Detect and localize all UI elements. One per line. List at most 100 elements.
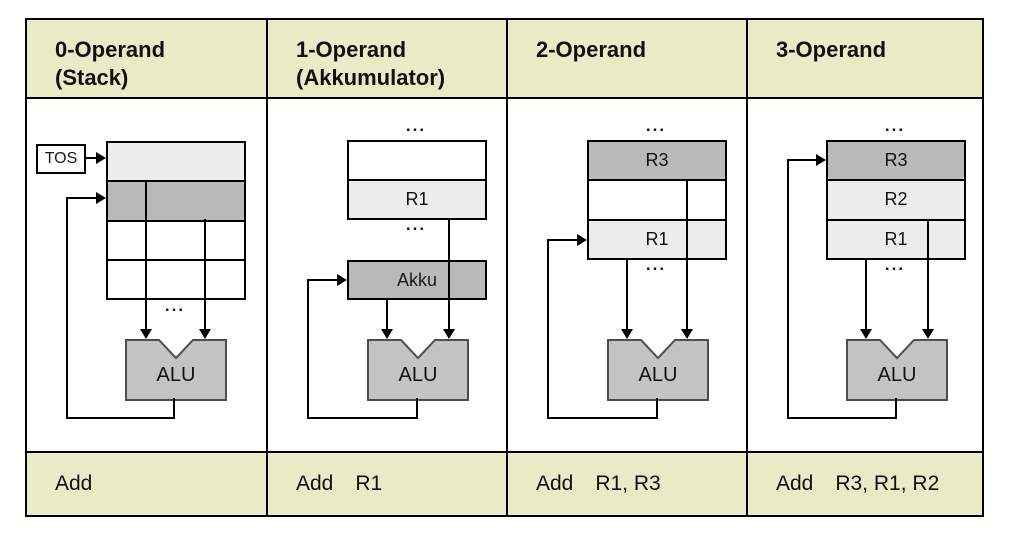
column-header: 1-Operand (Akkumulator) bbox=[296, 36, 500, 92]
instruction-mnemonic: Add bbox=[55, 472, 93, 495]
tos-box: TOS bbox=[36, 144, 86, 174]
arrow-right-icon bbox=[816, 154, 826, 166]
register-cell: R3 bbox=[828, 142, 964, 180]
operand-wire bbox=[927, 220, 929, 329]
operand-wire bbox=[448, 220, 450, 329]
instruction-mnemonic: Add bbox=[296, 472, 334, 495]
operand-wire bbox=[626, 260, 628, 329]
instruction-example: Add R1, R3 bbox=[536, 472, 661, 496]
instruction-operands: R3, R1, R2 bbox=[835, 472, 940, 495]
arrow-down-icon bbox=[621, 329, 633, 339]
ellipsis: ... bbox=[405, 215, 427, 234]
result-wire bbox=[789, 159, 817, 161]
instruction-example: Add R1 bbox=[296, 472, 382, 496]
tos-label: TOS bbox=[44, 150, 78, 167]
result-wire bbox=[173, 398, 175, 419]
result-wire bbox=[309, 279, 337, 281]
ellipsis: ... bbox=[405, 116, 427, 135]
arrow-down-icon bbox=[381, 329, 393, 339]
operand-wire bbox=[386, 300, 388, 329]
alu-label: ALU bbox=[398, 364, 438, 386]
column-header: 2-Operand bbox=[536, 36, 740, 64]
instruction-mnemonic: Add bbox=[776, 472, 814, 495]
result-wire bbox=[307, 279, 309, 419]
header-line1: 3-Operand bbox=[776, 37, 887, 62]
stack-cell bbox=[108, 143, 244, 181]
alu-label: ALU bbox=[877, 364, 917, 386]
result-wire bbox=[787, 417, 897, 419]
result-wire bbox=[547, 239, 549, 419]
stack-cell bbox=[108, 258, 244, 298]
operand-wire bbox=[145, 180, 147, 329]
header-band bbox=[27, 20, 982, 99]
arrow-down-icon bbox=[922, 329, 934, 339]
operand-wire bbox=[204, 219, 206, 329]
result-wire bbox=[307, 417, 418, 419]
arrow-right-icon bbox=[577, 234, 587, 246]
alu-shape bbox=[367, 339, 469, 401]
arrow-right-icon bbox=[96, 152, 106, 164]
operand-wire bbox=[865, 260, 867, 329]
arrow-down-icon bbox=[681, 329, 693, 339]
ellipsis: ... bbox=[884, 116, 906, 135]
instruction-mnemonic: Add bbox=[536, 472, 574, 495]
result-wire bbox=[66, 417, 175, 419]
instruction-operands: R1, R3 bbox=[595, 472, 661, 495]
column-0-operand: 0-Operand (Stack) TOS ... ALU bbox=[27, 20, 266, 515]
header-line1: 0-Operand bbox=[55, 37, 166, 62]
result-wire bbox=[656, 398, 658, 419]
column-3-operand: 3-Operand ... R3 R2 R1 ... ALU bbox=[746, 20, 984, 515]
register-file-box: R3 R2 R1 bbox=[826, 140, 966, 260]
instruction-operands: R1 bbox=[355, 472, 383, 495]
register-cell bbox=[589, 179, 725, 219]
register-cell: R1 bbox=[828, 218, 964, 258]
akku-box: Akku bbox=[347, 260, 487, 300]
column-1-operand: 1-Operand (Akkumulator) ... R1 ... Akku … bbox=[266, 20, 508, 515]
ellipsis: ... bbox=[884, 255, 906, 274]
arrow-right-icon bbox=[96, 192, 106, 204]
ellipsis: ... bbox=[645, 116, 667, 135]
comparison-table: 0-Operand (Stack) TOS ... ALU bbox=[25, 18, 984, 517]
alu-shape bbox=[125, 339, 227, 401]
result-wire bbox=[66, 197, 68, 419]
register-file-box: R3 R1 bbox=[587, 140, 727, 260]
result-wire bbox=[549, 239, 577, 241]
operand-wire bbox=[686, 180, 688, 329]
register-cell: R2 bbox=[828, 179, 964, 219]
arrow-down-icon bbox=[443, 329, 455, 339]
result-wire bbox=[68, 197, 96, 199]
arrow-right-icon bbox=[337, 274, 347, 286]
stack-box bbox=[106, 141, 246, 300]
header-line1: 2-Operand bbox=[536, 37, 647, 62]
arrow-down-icon bbox=[140, 329, 152, 339]
result-wire bbox=[787, 159, 789, 419]
stack-cell bbox=[108, 180, 244, 220]
column-header: 3-Operand bbox=[776, 36, 976, 64]
header-line2: (Stack) bbox=[55, 65, 129, 90]
stack-cell bbox=[108, 219, 244, 259]
register-file-box: R1 bbox=[347, 140, 487, 220]
result-wire bbox=[547, 417, 658, 419]
result-wire bbox=[895, 398, 897, 419]
tos-wire bbox=[86, 157, 98, 159]
instruction-example: Add R3, R1, R2 bbox=[776, 472, 939, 496]
register-cell: R1 bbox=[349, 179, 485, 218]
arrow-down-icon bbox=[860, 329, 872, 339]
header-line2: (Akkumulator) bbox=[296, 65, 446, 90]
header-line1: 1-Operand bbox=[296, 37, 407, 62]
instruction-example: Add bbox=[55, 472, 114, 496]
alu-label: ALU bbox=[638, 364, 678, 386]
result-wire bbox=[416, 398, 418, 419]
akku-label: Akku bbox=[396, 269, 438, 290]
alu-shape bbox=[607, 339, 709, 401]
register-cell bbox=[349, 142, 485, 179]
alu-label: ALU bbox=[156, 364, 196, 386]
arrow-down-icon bbox=[199, 329, 211, 339]
register-cell: R1 bbox=[589, 218, 725, 258]
register-cell: R3 bbox=[589, 142, 725, 180]
column-header: 0-Operand (Stack) bbox=[55, 36, 258, 92]
ellipsis: ... bbox=[164, 296, 186, 315]
instruction-band bbox=[27, 451, 982, 515]
ellipsis: ... bbox=[645, 255, 667, 274]
